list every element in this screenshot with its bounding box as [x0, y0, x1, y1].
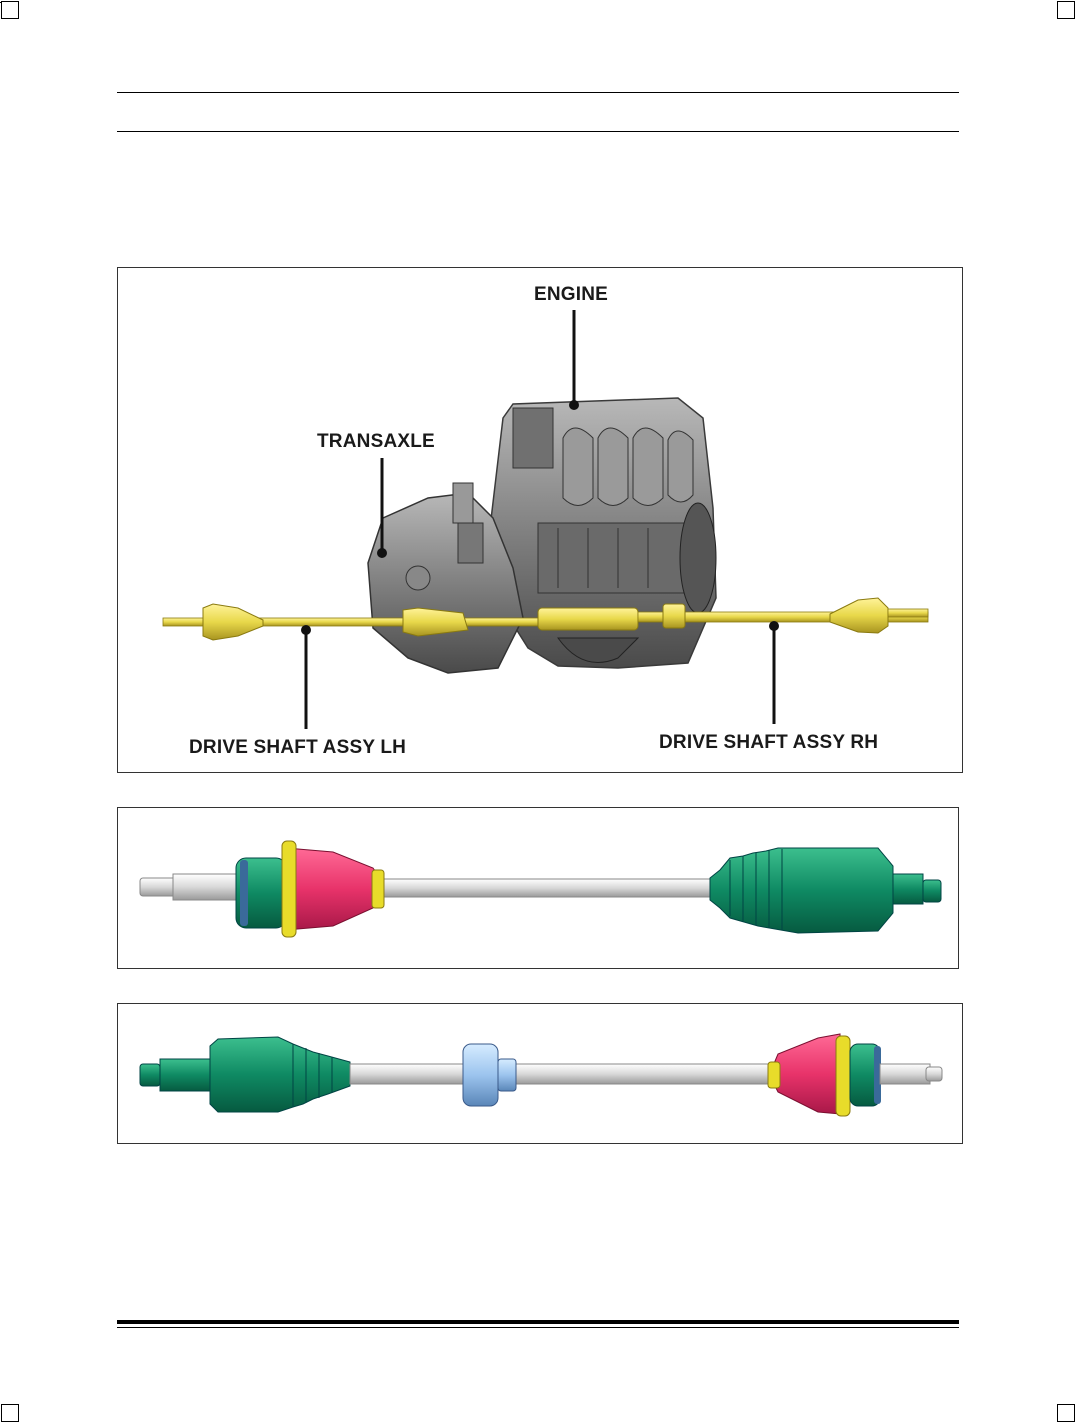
- engine-block: [489, 397, 717, 669]
- leader-line-drive-shaft-lh: [301, 625, 311, 729]
- drive-shaft-assembly: [162, 597, 929, 641]
- drive-shaft-rh-illustration: [139, 1033, 943, 1117]
- leader-line-engine: [569, 310, 579, 410]
- crop-mark-top-left: [1, 1, 19, 19]
- label-engine: ENGINE: [534, 284, 609, 305]
- leader-line-transaxle: [377, 458, 387, 558]
- drive-shaft-lh-illustration: [139, 840, 942, 938]
- crop-mark-bottom-left: [1, 1404, 19, 1422]
- label-drive-shaft-lh: DRIVE SHAFT ASSY LH: [189, 737, 407, 758]
- crop-mark-top-right: [1057, 1, 1075, 19]
- footer-rule-thin: [117, 1327, 959, 1328]
- label-transaxle: TRANSAXLE: [317, 431, 435, 452]
- label-drive-shaft-rh: DRIVE SHAFT ASSY RH: [659, 732, 879, 753]
- drivetrain-illustration: [162, 310, 929, 729]
- footer-rule-thick: [117, 1320, 959, 1324]
- header-rule-bottom: [117, 131, 959, 132]
- figure-drive-shaft-lh: [117, 807, 959, 969]
- header-rule-top: [117, 92, 959, 93]
- figure-engine-drivetrain: ENGINE TRANSAXLE DRIVE SHAFT ASSY LH DRI…: [117, 267, 963, 773]
- leader-line-drive-shaft-rh: [769, 621, 779, 724]
- figure-drive-shaft-rh: [117, 1003, 963, 1144]
- crop-mark-bottom-right: [1057, 1404, 1075, 1422]
- crop-mark-top-left: [0, 2, 1, 3]
